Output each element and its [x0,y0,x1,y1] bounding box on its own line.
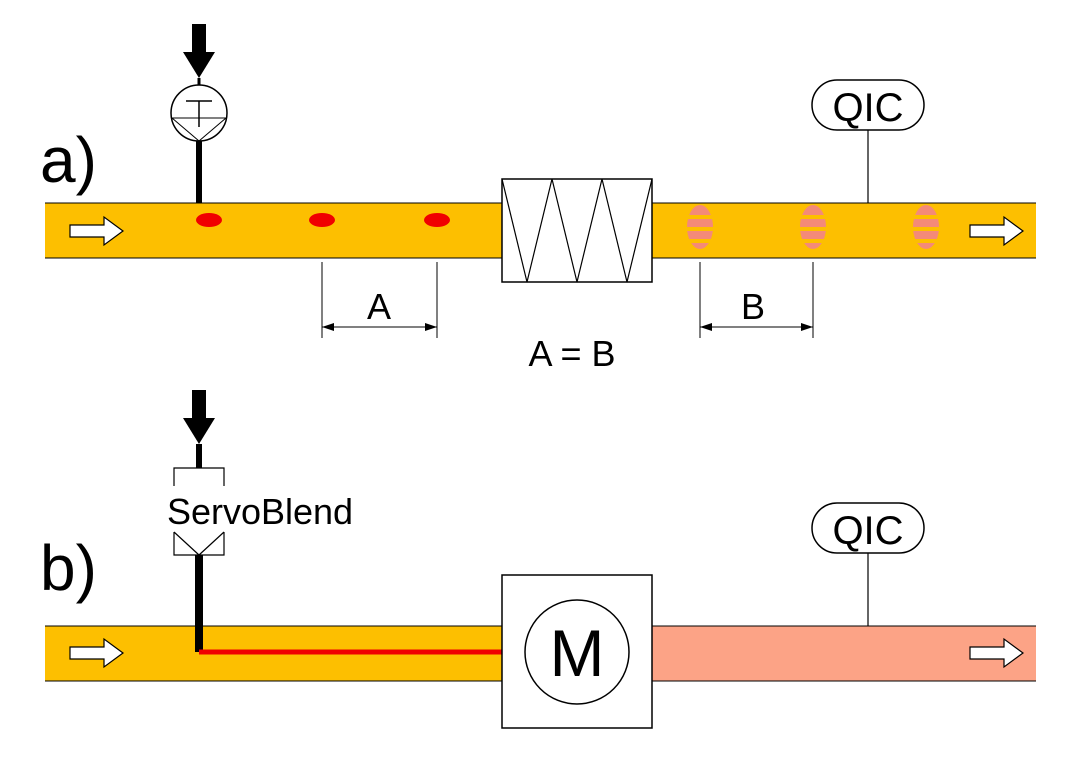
dimension-b [699,262,814,338]
dynamic-mixer-icon [501,574,653,729]
servo-label: ServoBlend [167,491,353,532]
panel-a-label: a) [40,124,97,196]
flow-arrow-icon [969,215,1025,247]
injection-line [196,141,202,203]
injection-arrow-icon [183,390,215,468]
flow-arrow-icon [969,637,1025,669]
dimension-b-label: B [741,286,765,327]
dose-dot [309,213,335,227]
flow-arrow-icon [69,637,125,669]
striped-dot [686,205,714,249]
dimension-a [321,262,438,338]
flow-arrow-icon [69,215,125,247]
mixer-label: M [550,616,605,690]
panel-b-label: b) [40,532,97,604]
striped-dot [799,205,827,249]
t-valve-icon [170,84,228,142]
qic-label: QIC [832,509,903,553]
equation-label: A = B [528,333,615,374]
panel-b: b) ServoBlend [40,390,1036,729]
panel-a: a) [40,24,1036,374]
qic-instrument [811,502,925,626]
qic-label: QIC [832,86,903,130]
dose-dot [196,213,222,227]
qic-instrument [811,79,925,203]
striped-dot [912,205,940,249]
dose-dot [424,213,450,227]
dimension-a-label: A [367,286,391,327]
injection-arrow-icon [183,24,215,90]
injection-line [195,555,203,652]
static-mixer-icon [501,178,653,283]
